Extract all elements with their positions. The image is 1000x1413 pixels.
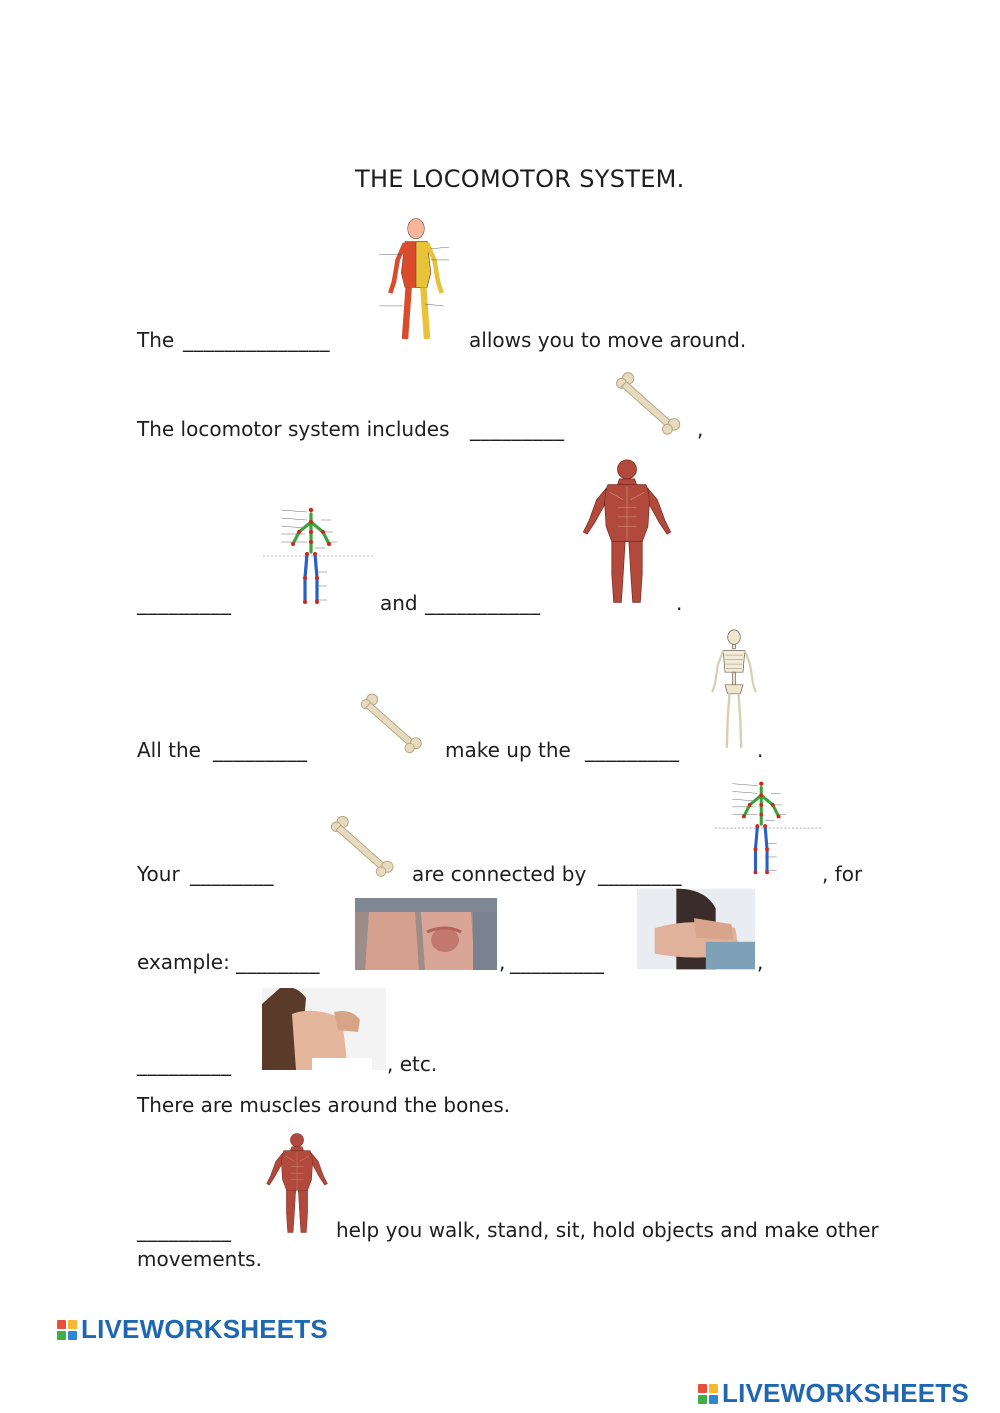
- line3-blank-2[interactable]: ___________: [425, 591, 541, 615]
- logo-text: LIVEWORKSHEETS: [722, 1378, 969, 1408]
- line6-comma: ,: [499, 950, 506, 974]
- line9-text: help you walk, stand, sit, hold objects …: [336, 1218, 879, 1242]
- page-title: THE LOCOMOTOR SYSTEM.: [355, 165, 685, 193]
- line6-text: example:: [137, 950, 230, 974]
- elbow-photo: [637, 888, 755, 970]
- knee-photo: [355, 898, 497, 970]
- logo-blocks-icon: [57, 1319, 77, 1340]
- liveworksheets-logo: LIVEWORKSHEETS: [698, 1378, 969, 1409]
- line4-text: All the: [137, 738, 201, 762]
- line5-text: Your: [137, 862, 180, 886]
- line4-blank-2[interactable]: _________: [585, 738, 680, 762]
- line5-blank-1[interactable]: ________: [190, 862, 274, 886]
- skeleton-icon: [711, 628, 757, 750]
- line1-text: The: [137, 328, 175, 352]
- line2-blank[interactable]: _________: [470, 417, 565, 441]
- line4-period: .: [757, 738, 764, 762]
- locomotor-system-illustration: [370, 212, 462, 352]
- muscular-body-icon: [582, 459, 672, 603]
- logo-blocks-icon: [698, 1383, 718, 1404]
- line1-text-end: allows you to move around.: [469, 328, 747, 352]
- line5-text-middle: are connected by: [412, 862, 587, 886]
- line7-end: , etc.: [387, 1052, 438, 1076]
- line9-blank[interactable]: _________: [137, 1218, 232, 1242]
- bone-icon: [330, 815, 394, 877]
- line8-text: There are muscles around the bones.: [137, 1093, 511, 1117]
- line3-and: and: [380, 591, 418, 615]
- line5-blank-2[interactable]: ________: [598, 862, 682, 886]
- line7-blank[interactable]: _________: [137, 1052, 232, 1076]
- line3-period: .: [676, 591, 683, 615]
- shoulder-photo: [262, 988, 386, 1070]
- line1-blank[interactable]: ______________: [183, 328, 330, 352]
- line4-text-middle: make up the: [445, 738, 571, 762]
- logo-text: LIVEWORKSHEETS: [81, 1314, 328, 1344]
- line10-text: movements.: [137, 1247, 262, 1271]
- line2-comma: ,: [697, 417, 704, 441]
- muscular-body-icon: [266, 1133, 328, 1233]
- line4-blank-1[interactable]: _________: [213, 738, 308, 762]
- liveworksheets-logo: LIVEWORKSHEETS: [57, 1314, 328, 1345]
- joints-diagram-icon: [713, 779, 823, 876]
- line3-blank-1[interactable]: _________: [137, 591, 232, 615]
- line6-end: ,: [757, 950, 764, 974]
- line6-blank-2[interactable]: _________: [510, 950, 605, 974]
- line5-end: , for: [822, 862, 863, 886]
- bone-icon: [360, 693, 422, 754]
- bone-icon: [616, 372, 681, 435]
- line6-blank-1[interactable]: ________: [236, 950, 320, 974]
- joints-diagram-icon: [262, 506, 374, 606]
- line2-text: The locomotor system includes: [137, 417, 450, 441]
